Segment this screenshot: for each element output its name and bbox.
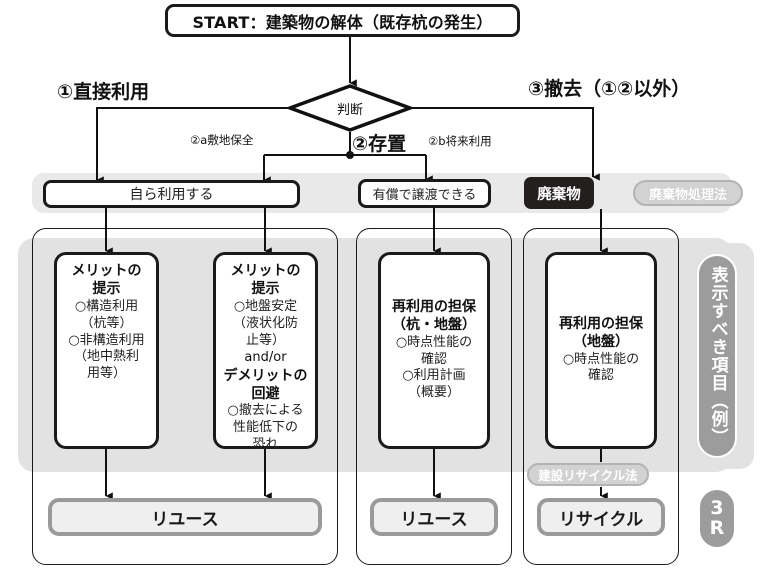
branch-label-storage-a: ②a敷地保全	[190, 133, 254, 147]
condition-waste: 廃棄物	[524, 177, 594, 209]
card-item: （杭等）	[80, 315, 133, 331]
card-item: ○撤去による	[227, 403, 304, 419]
start-box: START：建築物の解体（既存杭の発生）	[165, 4, 520, 37]
card-heading-line1: 再利用の担保	[392, 298, 476, 315]
card-item: （概要）	[407, 385, 460, 401]
result-reuse-center: リユース	[370, 498, 498, 536]
card-item: ○時点性能の	[562, 351, 640, 367]
three-r-badge: 3 R	[700, 490, 734, 547]
card-heading-line1: メリットの	[230, 263, 301, 279]
card-heading-line1: メリットの	[71, 263, 142, 279]
card-item: 確認	[420, 351, 447, 367]
card-reuse-assurance-pile-ground: 再利用の担保 （杭・地盤） ○時点性能の 確認 ○利用計画 （概要）	[378, 252, 490, 449]
card-item: ○構造利用	[74, 298, 139, 314]
card-item: ○利用計画	[402, 368, 466, 384]
card-item: 止等）	[245, 332, 285, 348]
card-reuse-assurance-ground: 再利用の担保 （地盤） ○時点性能の 確認	[545, 252, 657, 449]
card-item: ○時点性能の	[395, 334, 473, 350]
card-item: ○非構造利用	[68, 332, 145, 348]
decision-label: 判断	[336, 102, 363, 118]
construction-recycle-law-pill: 建設リサイクル法	[527, 463, 649, 486]
display-items-vertical-label: 表示すべき項目（例）	[697, 254, 737, 458]
decision-diamond	[288, 84, 412, 132]
card-merit-structural: メリットの 提示 ○構造利用 （杭等） ○非構造利用 （地中熱利 用等）	[54, 252, 159, 449]
card-heading2-line1: デメリットの	[223, 367, 308, 384]
result-recycle: リサイクル	[537, 498, 665, 536]
three-r-letter: R	[709, 516, 725, 539]
card-heading-line2: 提示	[92, 280, 121, 297]
column-group-direct-use	[32, 228, 338, 565]
card-item: 恐れ	[252, 437, 279, 453]
card-heading-line2: （地盤）	[573, 333, 629, 350]
card-item: ○地盤安定	[233, 298, 298, 314]
branch-label-removal: ③撤去（①②以外）	[528, 78, 691, 100]
branch-label-storage: ②存置	[352, 133, 407, 155]
display-items-text: 表示すべき項目（例）	[707, 266, 728, 446]
card-item: 性能低下の	[232, 420, 298, 436]
condition-self-use: 自ら利用する	[43, 180, 300, 208]
three-r-digit: 3	[710, 497, 724, 520]
waste-disposal-law-pill: 廃棄物処理法	[633, 180, 743, 206]
card-item: （液状化防	[232, 315, 298, 331]
card-heading-line2: （杭・地盤）	[392, 316, 476, 333]
card-item: （地中熱利	[73, 349, 139, 365]
branch-label-storage-b: ②b将来利用	[428, 134, 492, 148]
card-heading-line1: 再利用の担保	[559, 315, 643, 332]
card-merit-ground: メリットの 提示 ○地盤安定 （液状化防 止等） and/or デメリットの 回…	[213, 252, 318, 452]
card-connector-andor: and/or	[244, 350, 287, 366]
card-heading2-line2: 回避	[251, 385, 280, 402]
condition-paid-transfer: 有償で譲渡できる	[358, 179, 491, 208]
result-reuse-left: リユース	[48, 498, 322, 536]
branch-label-direct-use: ①直接利用	[57, 81, 150, 103]
card-item: 用等）	[86, 366, 126, 382]
card-heading-line2: 提示	[251, 280, 280, 297]
card-item: 確認	[587, 368, 614, 384]
